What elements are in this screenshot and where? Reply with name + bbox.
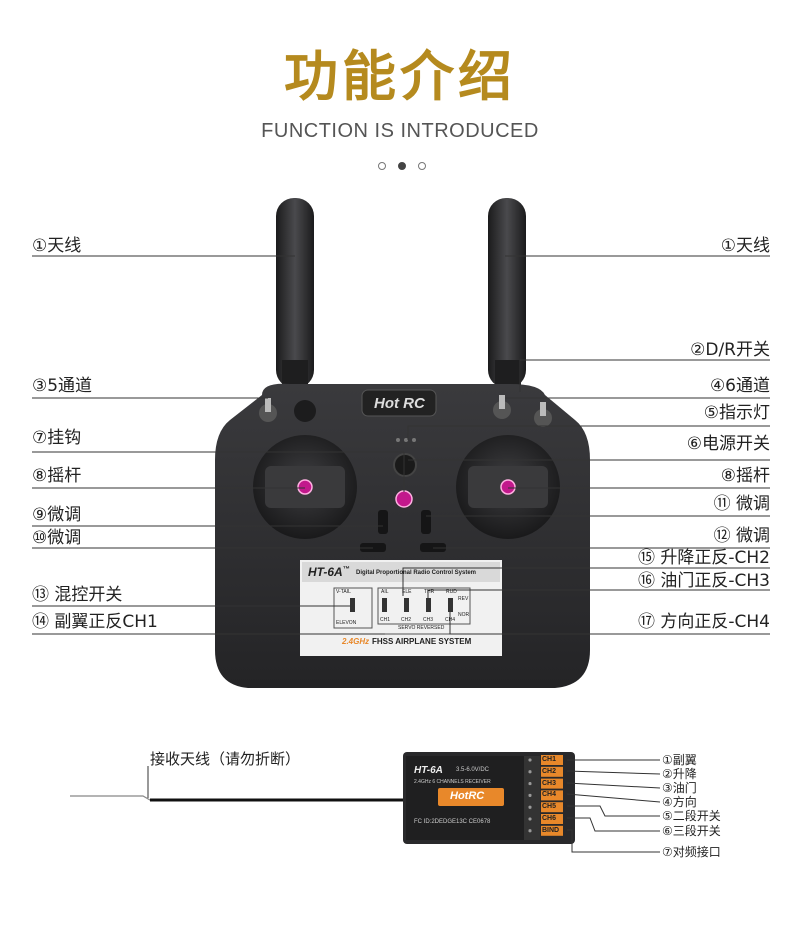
rx-label-aileron: ①副翼 bbox=[662, 753, 697, 767]
rx-label-elevator: ②升降 bbox=[662, 767, 697, 781]
switch-label-thr: THR bbox=[424, 589, 435, 595]
receiver-port-label: CH4 bbox=[542, 791, 557, 799]
receiver-antenna-caption: 接收天线（请勿折断） bbox=[150, 750, 301, 768]
receiver-port-bind bbox=[541, 825, 563, 836]
receiver-pin bbox=[528, 782, 532, 786]
band-label: 2.4GHz bbox=[342, 637, 370, 646]
dr-switch bbox=[534, 402, 552, 427]
receiver-callouts bbox=[566, 759, 661, 853]
left-stick bbox=[297, 479, 313, 495]
label-elevator-reverse: ⑮ 升降正反-CH2 bbox=[637, 548, 770, 568]
receiver-pin bbox=[528, 770, 532, 774]
brand-plate bbox=[361, 389, 437, 417]
receiver-pin bbox=[528, 805, 532, 809]
receiver-pin bbox=[528, 829, 532, 833]
servo-reversed-label: SERVO REVERSED bbox=[398, 625, 445, 631]
receiver-port-ch3 bbox=[541, 778, 563, 789]
receiver-antenna bbox=[70, 766, 405, 802]
label-ch6: ④6通道 bbox=[709, 376, 770, 396]
receiver-pin bbox=[528, 758, 532, 762]
left-antenna bbox=[276, 198, 314, 394]
switch-label-nor: NOR bbox=[458, 612, 470, 618]
page-dot-active[interactable] bbox=[398, 162, 406, 170]
trim-9 bbox=[378, 510, 388, 534]
callout-lines bbox=[32, 255, 770, 635]
trim-11 bbox=[421, 510, 431, 534]
switch-label-ch4: CH4 bbox=[445, 617, 456, 623]
toggle-switch-ch6 bbox=[493, 395, 511, 419]
switch-label-vtail: V-TAIL bbox=[336, 589, 351, 595]
label-hook: ⑦挂钩 bbox=[32, 428, 82, 448]
rx-label-2pos-switch: ⑤二段开关 bbox=[662, 809, 721, 823]
switch-label-ch3: CH3 bbox=[423, 617, 434, 623]
neck-strap-hook bbox=[395, 490, 413, 508]
receiver-pin bbox=[528, 793, 532, 797]
brand-logo: Hot RC bbox=[374, 395, 425, 412]
receiver-pin bbox=[528, 817, 532, 821]
rx-label-3pos-switch: ⑥三段开关 bbox=[662, 824, 721, 838]
right-stick bbox=[500, 479, 516, 495]
receiver-brand-badge bbox=[438, 788, 504, 806]
receiver-model: HT-6A bbox=[414, 765, 443, 776]
switch-label-rud: RUD bbox=[446, 589, 457, 595]
label-stick-right: ⑧摇杆 bbox=[720, 466, 770, 486]
page-subtitle: FUNCTION IS INTRODUCED bbox=[261, 120, 539, 142]
dr-switch-left bbox=[294, 400, 316, 422]
rx-label-bind: ⑦对频接口 bbox=[662, 845, 721, 859]
label-trim-11: ⑪ 微调 bbox=[713, 494, 770, 514]
label-mix-switch: ⑬ 混控开关 bbox=[32, 585, 123, 605]
page-dot[interactable] bbox=[378, 162, 386, 170]
receiver-brand: HotRC bbox=[450, 790, 485, 802]
switch-label-ch2: CH2 bbox=[401, 617, 412, 623]
receiver-ports bbox=[528, 755, 563, 836]
switch-label-ch1: CH1 bbox=[380, 617, 391, 623]
right-antenna bbox=[488, 198, 526, 394]
rx-label-rudder: ④方向 bbox=[662, 795, 697, 809]
page-dot[interactable] bbox=[418, 162, 426, 170]
receiver-port-ch5 bbox=[541, 802, 563, 813]
receiver-port-label: CH3 bbox=[542, 779, 557, 787]
label-trim-9: ⑨微调 bbox=[32, 505, 82, 525]
receiver-port-ch4 bbox=[541, 790, 563, 801]
label-aileron-reverse: ⑭ 副翼正反CH1 bbox=[32, 612, 158, 632]
rx-label-throttle: ③油门 bbox=[662, 781, 697, 795]
receiver-port-ch2 bbox=[541, 766, 563, 777]
power-switch bbox=[393, 453, 417, 477]
page-title: 功能介绍 bbox=[284, 45, 516, 108]
panel-heading: Digital Proportional Radio Control Syste… bbox=[356, 570, 477, 576]
label-dr-switch: ②D/R开关 bbox=[690, 340, 770, 360]
receiver-voltage: 3.5-6.0V/DC bbox=[456, 767, 490, 773]
receiver-port-ch1 bbox=[541, 755, 563, 765]
system-label: FHSS AIRPLANE SYSTEM bbox=[372, 637, 472, 646]
switch-label-elevon: ELEVON bbox=[336, 620, 357, 626]
label-indicator: ⑤指示灯 bbox=[703, 403, 770, 423]
receiver-port-label: CH5 bbox=[542, 803, 557, 811]
receiver-port-label: CH2 bbox=[542, 767, 557, 775]
label-trim-10: ⑩微调 bbox=[32, 528, 82, 548]
label-rudder-reverse: ⑰ 方向正反-CH4 bbox=[637, 612, 770, 632]
switch-label-rev: REV bbox=[458, 596, 469, 602]
toggle-switch-ch5 bbox=[259, 398, 277, 422]
switch-label-ail: AIL bbox=[381, 589, 389, 595]
receiver-port-label: BIND bbox=[542, 826, 560, 834]
receiver-freq-line: 2.4GHz 6 CHANNELS RECEIVER bbox=[414, 779, 491, 785]
label-throttle-reverse: ⑯ 油门正反-CH3 bbox=[637, 571, 770, 591]
receiver-cert: FC ID:2DEDGE13C CE0678 bbox=[414, 819, 491, 825]
label-antenna-right: ①天线 bbox=[720, 236, 770, 256]
label-power-switch: ⑥电源开关 bbox=[686, 434, 770, 454]
switch-label-ele: ELE bbox=[402, 589, 412, 595]
label-trim-12: ⑫ 微调 bbox=[713, 526, 770, 546]
indicator-light bbox=[396, 438, 416, 442]
receiver-port-label: CH6 bbox=[542, 815, 557, 822]
receiver-port-label: CH1 bbox=[542, 756, 557, 763]
page-indicator bbox=[376, 162, 426, 172]
label-stick-left: ⑧摇杆 bbox=[32, 466, 82, 486]
label-antenna-left: ①天线 bbox=[32, 236, 82, 256]
model-name: HT-6A™ bbox=[308, 565, 350, 579]
receiver-port-ch6 bbox=[541, 814, 563, 824]
label-ch5: ③5通道 bbox=[32, 376, 93, 396]
